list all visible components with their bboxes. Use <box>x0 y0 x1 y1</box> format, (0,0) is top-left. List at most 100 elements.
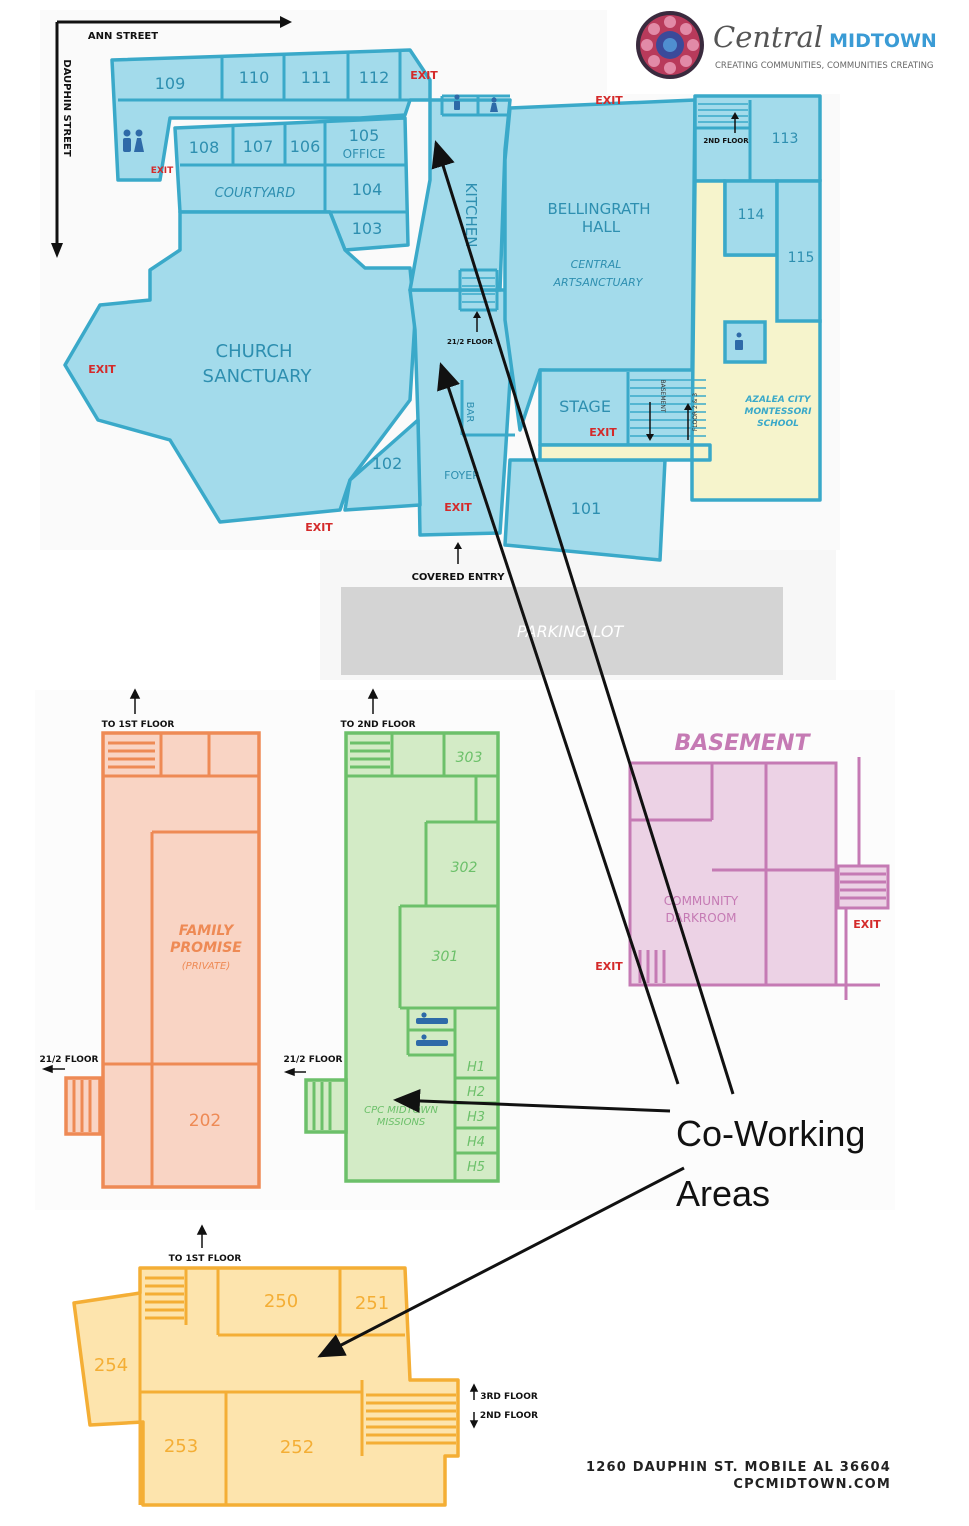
exit-label: EXIT <box>853 918 881 931</box>
darkroom-label-1: COMMUNITY <box>664 894 739 908</box>
ann-street-arrow-icon <box>280 16 292 28</box>
missions-label-2: MISSIONS <box>377 1117 426 1128</box>
street-ann-label: ANN STREET <box>88 31 158 42</box>
down-floor-label: 2ND FLOOR <box>480 1411 538 1421</box>
family-promise-label-2: PROMISE <box>170 940 242 956</box>
room-h5-label: H5 <box>467 1160 485 1175</box>
floor-arrows <box>41 688 479 1429</box>
to-floor-label: TO 2ND FLOOR <box>340 720 415 730</box>
first-floor-walls <box>118 52 752 445</box>
brand-script: Central <box>713 20 824 54</box>
exit-label: EXIT <box>410 69 438 82</box>
callout-line-1: Co-Working <box>676 1113 866 1154</box>
room-252-label: 252 <box>280 1437 314 1458</box>
bellingrath-label-1: BELLINGRATH <box>547 200 650 218</box>
rose-window-logo <box>636 11 704 79</box>
side-floor-label: 21/2 FLOOR <box>39 1055 98 1065</box>
room-107-label: 107 <box>243 137 274 156</box>
street-arrows <box>55 20 280 245</box>
room-104-label: 104 <box>352 180 383 199</box>
stage <box>538 368 712 447</box>
room-303-label: 303 <box>456 750 483 766</box>
bar-label: BAR <box>464 402 475 423</box>
azalea-label-1: AZALEA CITY <box>744 395 812 405</box>
east-rooms <box>723 179 822 364</box>
stage-label: STAGE <box>559 397 611 416</box>
room-102 <box>343 418 422 512</box>
azalea-label-2: MONTESSORI <box>745 407 813 417</box>
exit-label: EXIT <box>444 501 472 514</box>
room-115-label: 115 <box>788 250 815 266</box>
kitchen-label: KITCHEN <box>462 183 480 248</box>
callout-line-2: Areas <box>676 1173 771 1214</box>
artsanctuary-label-2: ARTSANCTUARY <box>553 276 644 289</box>
co-working-callout: Co-Working Areas <box>676 1104 865 1224</box>
church-label-2: SANCTUARY <box>203 366 313 387</box>
room-h2-label: H2 <box>467 1085 485 1100</box>
address-block: 1260 DAUPHIN ST. MOBILE AL 36604 CPCMIDT… <box>586 1459 891 1493</box>
covered-entry-label: COVERED ENTRY <box>412 572 506 583</box>
up-floor-label: 3RD FLOOR <box>480 1392 538 1402</box>
basement-title: BASEMENT <box>674 731 811 756</box>
family-promise-label-1: FAMILY <box>179 923 235 939</box>
half-floor-stair-label: 21/2 FLOOR <box>447 338 493 346</box>
room-202-label: 202 <box>189 1111 221 1131</box>
room-h4-label: H4 <box>467 1135 485 1150</box>
church-label-1: CHURCH <box>216 341 293 362</box>
room-110-label: 110 <box>239 68 270 87</box>
exit-label: EXIT <box>595 960 623 973</box>
room-250-label: 250 <box>264 1291 298 1312</box>
room-251-label: 251 <box>355 1293 389 1314</box>
room-101-label: 101 <box>571 499 602 518</box>
missions-label-1: CPC MIDTOWN <box>364 1105 438 1116</box>
room-254-label: 254 <box>94 1355 128 1376</box>
exit-label: EXIT <box>595 94 623 107</box>
exit-label: EXIT <box>151 166 174 176</box>
room-h3-label: H3 <box>467 1110 485 1125</box>
artsanctuary-label-1: CENTRAL <box>571 258 622 271</box>
third-floor-plan <box>304 731 500 1183</box>
brand-tagline: CREATING COMMUNITIES, COMMUNITIES CREATI… <box>715 61 934 71</box>
side-floor-label: 21/2 FLOOR <box>283 1055 342 1065</box>
room-114-label: 114 <box>738 207 765 223</box>
office-label: OFFICE <box>343 147 386 161</box>
to-floor-label: TO 1ST FLOOR <box>102 720 175 730</box>
address-line-1: 1260 DAUPHIN ST. MOBILE AL 36604 <box>585 1460 891 1475</box>
room-112-label: 112 <box>359 68 390 87</box>
darkroom-label-2: DARKROOM <box>665 911 736 925</box>
restroom-icon <box>123 94 743 350</box>
room-111-label: 111 <box>301 68 332 87</box>
room-113-label: 113 <box>772 131 799 147</box>
brand-bold: MIDTOWN <box>829 30 937 52</box>
address-line-2: CPCMIDTOWN.COM <box>733 1477 891 1492</box>
private-label: (PRIVATE) <box>182 961 230 972</box>
restroom-icon <box>416 1012 448 1046</box>
parking-lot <box>341 587 783 675</box>
stair-hatches <box>462 103 748 437</box>
room-102-label: 102 <box>372 454 403 473</box>
to-floor-label: TO 1ST FLOOR <box>169 1254 242 1264</box>
room-253-label: 253 <box>164 1436 198 1457</box>
room-302-label: 302 <box>451 860 478 876</box>
room-105-label: 105 <box>349 126 380 145</box>
room-103-label: 103 <box>352 219 383 238</box>
second-floor-plan <box>64 731 261 1189</box>
foyer-label: FOYER <box>444 469 480 482</box>
room-301-label: 301 <box>432 949 459 965</box>
top-row-rooms <box>110 48 432 182</box>
exit-label: EXIT <box>589 426 617 439</box>
dauphin-street-arrow-icon <box>51 243 63 258</box>
exit-label: EXIT <box>88 363 116 376</box>
courtyard-label: COURTYARD <box>215 186 296 201</box>
room-106-label: 106 <box>290 137 321 156</box>
parking-lot-label: PARKING LOT <box>517 622 625 641</box>
floor23-stair-label: FLOOR 2 & 3 <box>692 393 699 431</box>
room-108-label: 108 <box>189 138 220 157</box>
room-h1-label: H1 <box>467 1060 485 1075</box>
co-working-arrows <box>317 140 735 1358</box>
basement-stair-label: BASEMENT <box>659 380 666 413</box>
bellingrath-label-2: HALL <box>582 218 621 236</box>
